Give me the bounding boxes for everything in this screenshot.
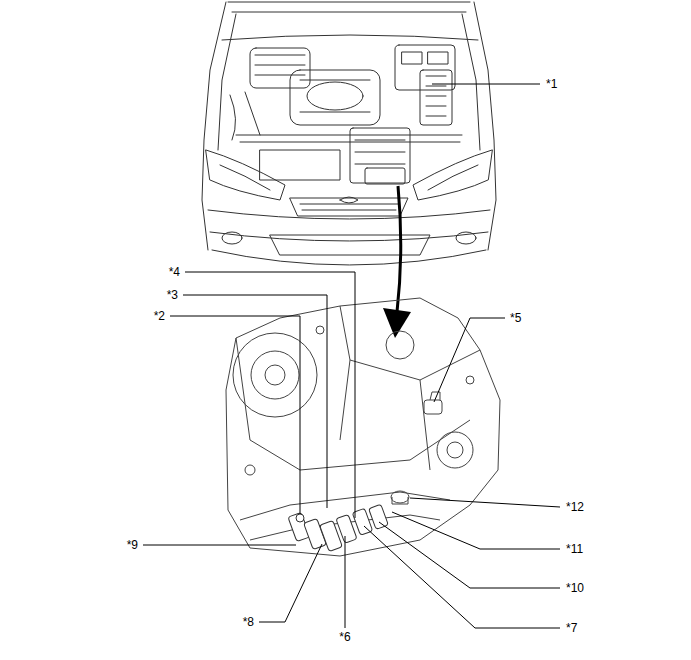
view-arrow	[383, 186, 411, 338]
callout-number: *10	[566, 581, 584, 595]
callout-number: *3	[167, 288, 178, 302]
callout-number: *4	[169, 265, 180, 279]
transaxle	[226, 298, 500, 556]
car-front	[202, 2, 496, 265]
callout-number: *1	[546, 77, 557, 91]
callout-number: *11	[566, 542, 583, 556]
callout-number: *2	[154, 309, 165, 323]
callout-number: *12	[566, 500, 584, 514]
solenoid-valves	[288, 504, 388, 551]
callout-number: *5	[510, 311, 521, 325]
callout-number: *9	[127, 538, 138, 552]
callout-number: *7	[566, 621, 577, 635]
callout-number: *6	[339, 630, 350, 644]
leader-lines	[143, 84, 560, 628]
callout-number: *8	[243, 615, 254, 629]
